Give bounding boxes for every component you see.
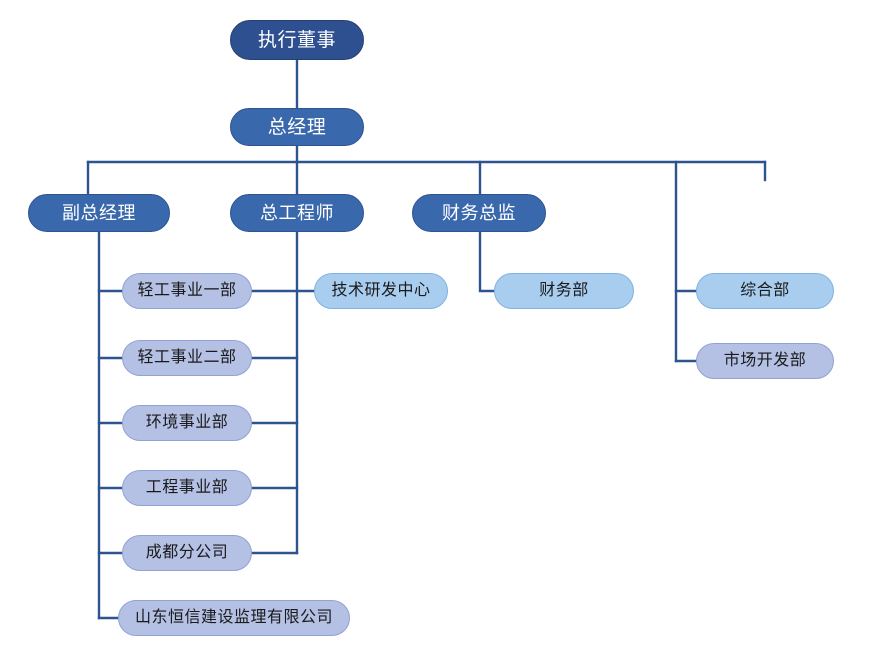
org-node-label-light1: 轻工事业一部 [137,282,237,299]
org-node-label-deputy_gm: 副总经理 [62,203,136,223]
org-node-light1[interactable]: 轻工事业一部 [122,273,252,309]
org-node-env[interactable]: 环境事业部 [122,405,252,441]
org-node-label-finance: 财务部 [539,282,589,299]
org-node-label-engdiv: 工程事业部 [145,479,229,496]
org-node-label-general: 综合部 [740,282,790,299]
org-node-deputy_gm[interactable]: 副总经理 [28,194,170,232]
org-node-label-light2: 轻工事业二部 [137,349,237,366]
org-node-market[interactable]: 市场开发部 [696,343,834,379]
org-node-exec[interactable]: 执行董事 [230,20,364,60]
org-node-label-cfo: 财务总监 [442,203,516,223]
org-node-label-gm: 总经理 [267,116,327,138]
org-node-gm[interactable]: 总经理 [230,108,364,146]
org-node-label-exec: 执行董事 [257,29,336,51]
org-node-label-market: 市场开发部 [723,352,807,369]
org-node-label-env: 环境事业部 [145,414,229,431]
org-node-label-rnd: 技术研发中心 [331,282,431,299]
org-node-label-chengdu: 成都分公司 [145,544,229,561]
org-node-cfo[interactable]: 财务总监 [412,194,546,232]
org-node-general[interactable]: 综合部 [696,273,834,309]
org-node-finance[interactable]: 财务部 [494,273,634,309]
connector-right_col-to-general [674,160,698,293]
connector-cfo-to-finance [478,230,496,293]
org-node-label-chief_eng: 总工程师 [260,203,334,223]
org-node-hengxin[interactable]: 山东恒信建设监理有限公司 [118,600,350,636]
org-node-chief_eng[interactable]: 总工程师 [230,194,364,232]
org-node-label-hengxin: 山东恒信建设监理有限公司 [134,609,333,626]
org-node-light2[interactable]: 轻工事业二部 [122,340,252,376]
org-node-engdiv[interactable]: 工程事业部 [122,470,252,506]
org-node-rnd[interactable]: 技术研发中心 [314,273,448,309]
org-node-chengdu[interactable]: 成都分公司 [122,535,252,571]
